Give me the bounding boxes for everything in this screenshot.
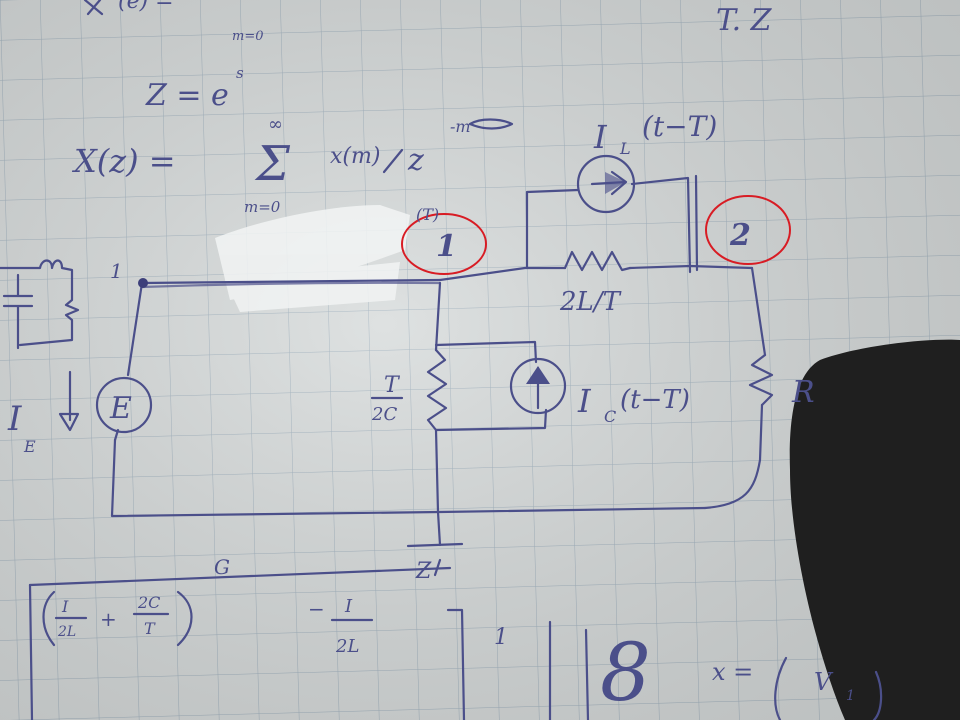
capacitor-resistor: T 2C bbox=[370, 348, 448, 432]
inductor-current-source: I L (t−T) bbox=[576, 110, 717, 214]
x-vector-entry: V bbox=[814, 668, 834, 696]
ic-arg: (t−T) bbox=[620, 385, 690, 415]
voltage-source-e: E bbox=[95, 376, 153, 442]
matrix-frac1-num: I bbox=[61, 597, 69, 616]
sum-lower: m=0 bbox=[244, 198, 281, 216]
il-arg: (t−T) bbox=[642, 110, 717, 143]
load-resistor: R bbox=[748, 353, 815, 410]
scribble-mark bbox=[382, 148, 404, 174]
sum-lower-top: m=0 bbox=[232, 29, 264, 44]
matrix-frac2-den: T bbox=[144, 619, 156, 638]
circuit-wires bbox=[110, 174, 767, 577]
sum-symbol: Σ bbox=[254, 136, 291, 192]
scribble-mark-exp bbox=[468, 118, 514, 130]
eraser-smudge bbox=[215, 205, 410, 312]
z-power-exp: -m bbox=[450, 117, 471, 136]
matrix-entry-1: 1 bbox=[494, 625, 508, 650]
matrix-frac1-den: 2L bbox=[57, 624, 76, 640]
nodal-matrix: G I 2L + 2C T − I 2L 1 8 x = V 1 bbox=[28, 555, 883, 720]
node-left bbox=[138, 278, 148, 288]
ie-label: I bbox=[7, 399, 22, 439]
z-power-base: z bbox=[407, 143, 424, 178]
ie-sub: E bbox=[23, 437, 36, 456]
x-of-z: X(z) = bbox=[71, 142, 176, 180]
node-2-marker: 2 bbox=[705, 195, 791, 265]
capacitor-current-source: I C (t−T) bbox=[509, 357, 690, 426]
shadow bbox=[789, 339, 960, 720]
node-2-label: 2 bbox=[729, 218, 751, 253]
node-1-marker: 1 (T) bbox=[401, 205, 487, 275]
il-label: I bbox=[593, 118, 608, 156]
source-current-ie: I E bbox=[7, 370, 80, 456]
sum-upper: ∞ bbox=[268, 114, 283, 135]
il-sub: L bbox=[619, 139, 631, 158]
node-1-tag: (T) bbox=[416, 205, 439, 224]
inductor-resistor: 2L/T bbox=[559, 250, 632, 317]
left-circuit-fragment bbox=[0, 259, 80, 350]
matrix-offdiag-den: 2L bbox=[335, 636, 359, 657]
cap-res-den: 2C bbox=[371, 404, 397, 425]
notes-top-right: T. Z bbox=[716, 3, 773, 38]
left-node-label: 1 bbox=[110, 259, 123, 283]
cap-res-num: T bbox=[384, 373, 401, 398]
matrix-entry-8: 8 bbox=[600, 626, 651, 719]
load-label: R bbox=[791, 375, 815, 410]
z-transform-notes: (e) = m=0 T. Z Z = e s X(z) = ∞ Σ m=0 x(… bbox=[71, 0, 773, 216]
x-vector-sub: 1 bbox=[846, 688, 855, 704]
ground-label: Z bbox=[415, 559, 432, 584]
matrix-offdiag-num: I bbox=[344, 596, 353, 617]
notes-top-fragment: (e) = bbox=[118, 0, 174, 14]
matrix-plus: + bbox=[100, 607, 117, 631]
source-e-label: E bbox=[109, 391, 132, 426]
z-exponent: s bbox=[236, 64, 244, 82]
ic-sub: C bbox=[604, 407, 616, 426]
z-equation: Z = e bbox=[145, 78, 229, 113]
matrix-label-g: G bbox=[214, 555, 230, 579]
x-vector: x = bbox=[712, 658, 753, 686]
matrix-offdiag-sign: − bbox=[308, 597, 325, 621]
matrix-frac2-num: 2C bbox=[137, 593, 160, 612]
summand: x(m) bbox=[330, 144, 380, 169]
inductor-res-label: 2L/T bbox=[559, 287, 622, 317]
ic-label: I bbox=[577, 382, 592, 420]
node-1-label: 1 bbox=[436, 229, 457, 264]
